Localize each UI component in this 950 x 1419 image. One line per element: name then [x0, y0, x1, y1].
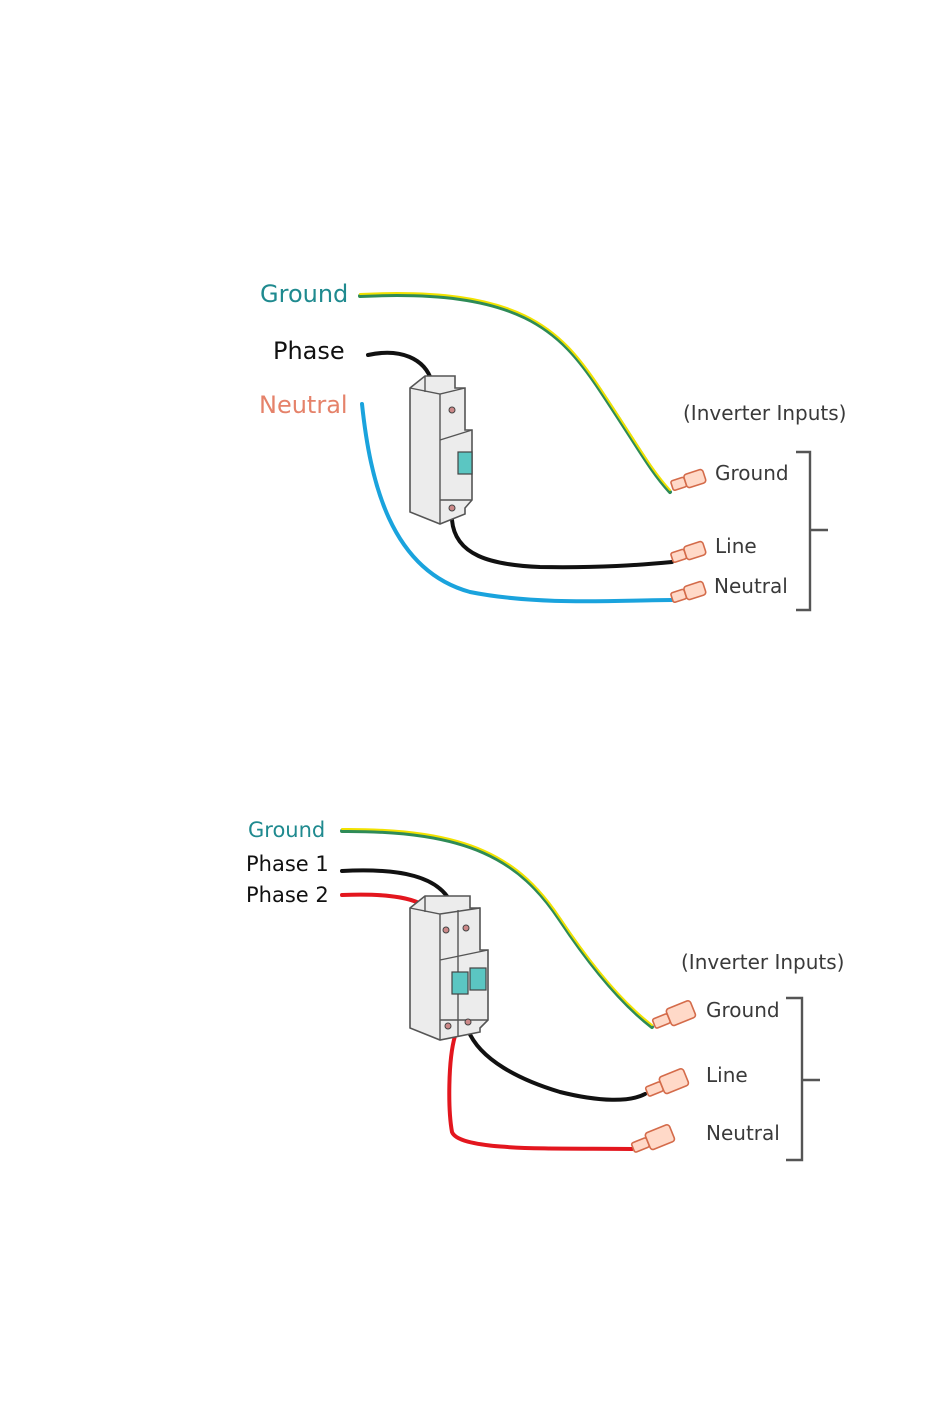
- two-phase-wiring-diagram: Ground Phase 1 Phase 2 (Inverter Inputs)…: [0, 700, 950, 1419]
- two-phase-wiring-drawing: [0, 700, 950, 1419]
- source-label-phase2: Phase 2: [246, 885, 329, 906]
- terminal-line: [670, 541, 707, 565]
- breaker-single-pole: [410, 376, 472, 524]
- terminal-label-line: Line: [715, 536, 757, 556]
- ground-wire: [342, 829, 652, 1027]
- terminal-ground: [670, 469, 707, 493]
- source-label-ground: Ground: [248, 820, 325, 841]
- neutral-wire-out: [449, 1036, 632, 1149]
- single-phase-wiring-drawing: [0, 0, 950, 700]
- terminal-neutral: [630, 1124, 676, 1156]
- neutral-wire: [362, 404, 672, 601]
- terminal-neutral: [670, 581, 707, 605]
- inverter-inputs-bracket: [796, 452, 828, 610]
- terminal-line: [644, 1068, 690, 1100]
- inverter-inputs-bracket: [786, 998, 820, 1160]
- breaker-double-pole: [410, 896, 488, 1040]
- source-label-ground: Ground: [260, 282, 348, 306]
- terminal-label-neutral: Neutral: [706, 1123, 780, 1143]
- terminal-label-line: Line: [706, 1065, 748, 1085]
- single-phase-wiring-diagram: Ground Phase Neutral (Inverter Inputs) G…: [0, 0, 950, 700]
- source-label-phase: Phase: [273, 339, 345, 363]
- terminal-ground: [651, 1000, 697, 1032]
- source-label-phase1: Phase 1: [246, 854, 329, 875]
- source-label-neutral: Neutral: [259, 393, 348, 417]
- inverter-inputs-title: (Inverter Inputs): [683, 403, 846, 423]
- ground-wire: [360, 293, 670, 492]
- terminal-label-ground: Ground: [715, 463, 789, 483]
- line-wire-out: [468, 1030, 645, 1100]
- terminal-label-neutral: Neutral: [714, 576, 788, 596]
- inverter-inputs-title: (Inverter Inputs): [681, 952, 844, 972]
- line-wire-out: [452, 520, 672, 567]
- terminal-label-ground: Ground: [706, 1000, 780, 1020]
